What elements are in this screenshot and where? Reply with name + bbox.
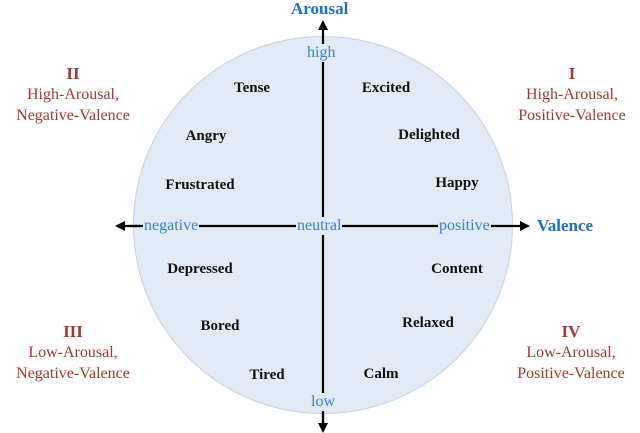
quadrant-IV-line2: Positive-Valence — [517, 365, 625, 382]
emotion-depressed: Depressed — [167, 261, 233, 277]
quadrant-II-numeral: II — [66, 64, 80, 83]
valence-negative-label: negative — [143, 217, 200, 235]
valence-positive-label: positive — [438, 217, 491, 235]
quadrant-I-label: I High-Arousal, Positive-Valence — [518, 63, 626, 126]
quadrant-I-line1: High-Arousal, — [526, 86, 618, 103]
quadrant-I-line2: Positive-Valence — [518, 107, 626, 124]
arousal-axis-label: Arousal — [291, 0, 349, 18]
emotion-tense: Tense — [233, 80, 271, 96]
emotion-happy: Happy — [435, 175, 479, 191]
emotion-frustrated: Frustrated — [165, 177, 235, 193]
quadrant-II-line1: High-Arousal, — [27, 86, 119, 103]
quadrant-II-line2: Negative-Valence — [16, 107, 130, 124]
quadrant-III-label: III Low-Arousal, Negative-Valence — [16, 321, 130, 384]
quadrant-IV-label: IV Low-Arousal, Positive-Valence — [517, 321, 625, 384]
quadrant-III-line2: Negative-Valence — [16, 365, 130, 382]
arousal-low-label: low — [310, 393, 336, 411]
emotion-content: Content — [431, 261, 483, 277]
emotion-tired: Tired — [249, 367, 285, 383]
emotion-excited: Excited — [361, 80, 411, 96]
quadrant-I-numeral: I — [568, 64, 576, 83]
emotion-calm: Calm — [363, 366, 399, 382]
valence-axis-label: Valence — [537, 216, 594, 235]
quadrant-III-numeral: III — [63, 322, 83, 341]
emotion-angry: Angry — [185, 128, 227, 144]
valence-neutral-label: neutral — [296, 217, 343, 235]
arousal-high-label: high — [306, 44, 337, 62]
emotion-relaxed: Relaxed — [402, 315, 454, 331]
quadrant-III-line1: Low-Arousal, — [28, 344, 118, 361]
quadrant-IV-numeral: IV — [561, 322, 581, 341]
emotion-delighted: Delighted — [398, 127, 460, 143]
emotion-bored: Bored — [200, 318, 240, 334]
quadrant-II-label: II High-Arousal, Negative-Valence — [16, 63, 130, 126]
quadrant-IV-line1: Low-Arousal, — [526, 344, 616, 361]
